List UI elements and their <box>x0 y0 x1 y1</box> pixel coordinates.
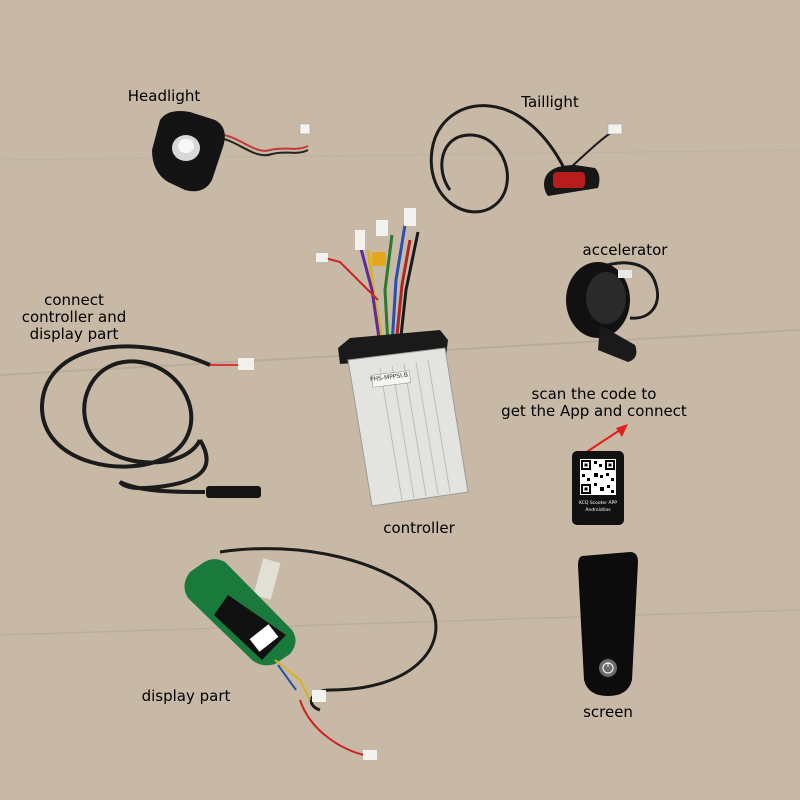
display-part-board <box>184 547 438 760</box>
label-connect-line2: controller and <box>21 308 127 326</box>
red-arrow <box>581 424 628 456</box>
label-scan-line2: get the App and connect <box>501 402 687 420</box>
label-controller: controller <box>383 519 455 537</box>
accelerator-part <box>566 261 659 362</box>
qr-app-name: KCQ Scooter APP <box>579 501 617 506</box>
screen-part <box>578 552 638 696</box>
label-display-part: display part <box>141 687 231 705</box>
connection-cable <box>39 344 261 498</box>
label-scan-line1: scan the code to <box>531 385 657 403</box>
label-headlight: Headlight <box>127 87 201 105</box>
label-screen: screen <box>583 703 633 721</box>
label-connect-line1: connect <box>44 291 104 309</box>
qr-code-card: KCQ Scooter APP Android/ios <box>572 451 624 525</box>
label-connect-line3: display part <box>29 325 119 343</box>
controller-part <box>316 208 469 507</box>
label-accelerator: accelerator <box>582 241 668 259</box>
taillight-part <box>429 104 623 214</box>
headlight-part <box>152 111 311 192</box>
label-taillight: Taillight <box>521 93 579 111</box>
qr-code <box>580 459 616 495</box>
qr-platform: Android/ios <box>585 508 611 513</box>
